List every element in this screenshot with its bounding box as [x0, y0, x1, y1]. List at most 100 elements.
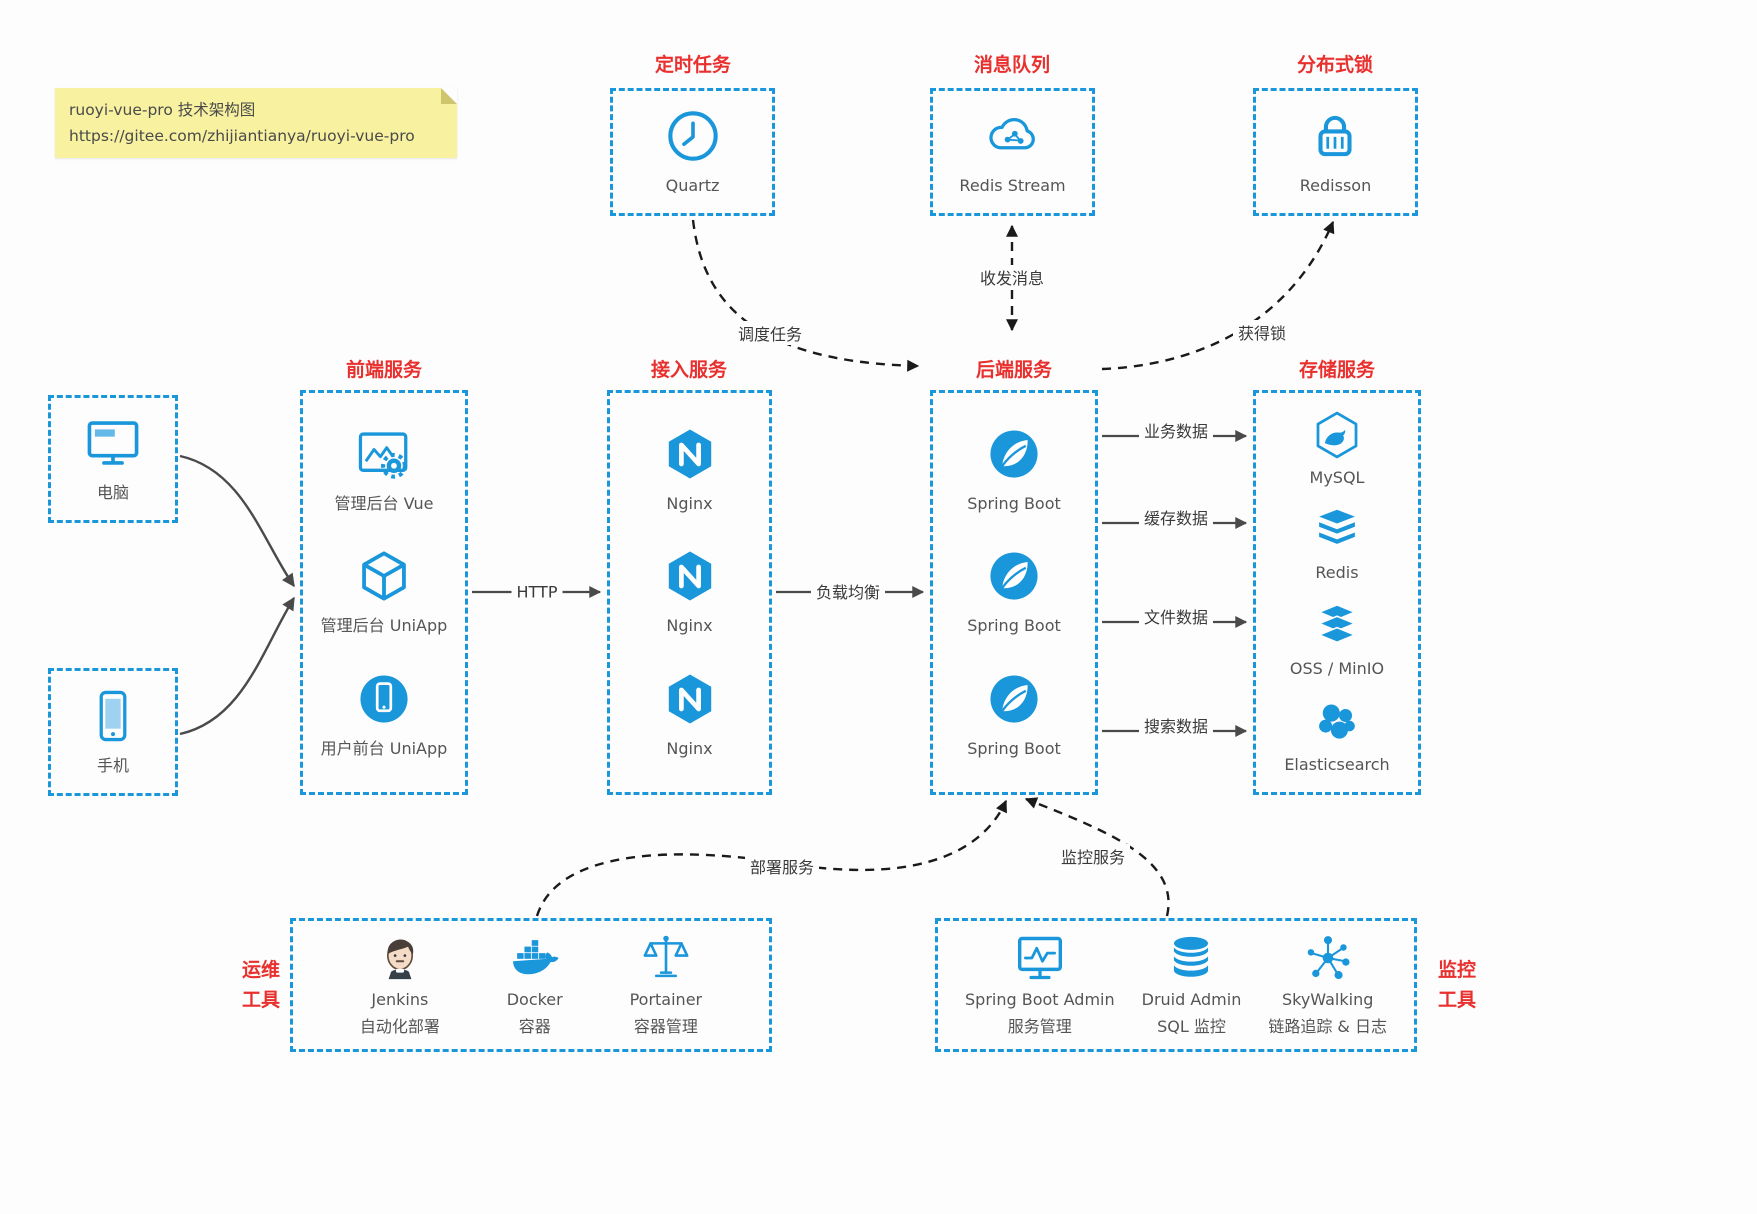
edge-label-business-data: 业务数据	[1138, 418, 1214, 442]
group-ops: Jenkins 自动化部署 Docker 容器 Portainer 容器管理	[290, 918, 772, 1052]
jenkins-icon	[374, 932, 426, 984]
node-label: Spring Boot	[967, 616, 1061, 636]
elasticsearch-icon	[1311, 696, 1363, 748]
node-label: 管理后台 UniApp	[320, 616, 448, 636]
node-label: Nginx	[666, 738, 713, 758]
node-label: SkyWalking	[1281, 989, 1374, 1009]
node-nginx-1: Nginx	[661, 425, 719, 515]
node-springboot-admin: Spring Boot Admin 服务管理	[965, 932, 1115, 1038]
nginx-icon	[661, 425, 719, 483]
node-label: Nginx	[666, 494, 713, 514]
node-sublabel: 自动化部署	[359, 1017, 440, 1036]
group-mq: Redis Stream	[930, 88, 1095, 216]
edge-label-deploy: 部署服务	[744, 854, 820, 878]
node-label: Docker	[506, 989, 563, 1009]
node-label: 手机	[96, 755, 129, 775]
cube-icon	[355, 547, 413, 605]
portainer-icon	[640, 932, 692, 984]
lock-icon	[1306, 107, 1364, 165]
edge-label-cache-data: 缓存数据	[1138, 505, 1214, 529]
node-elasticsearch: Elasticsearch	[1284, 696, 1390, 776]
node-springboot-3: Spring Boot	[967, 670, 1061, 760]
node-druid-admin: Druid Admin SQL 监控	[1141, 932, 1242, 1038]
sticky-note: ruoyi-vue-pro 技术架构图 https://gitee.com/zh…	[55, 88, 457, 158]
node-sublabel: 容器管理	[633, 1017, 698, 1036]
edge-label-dispatch: 调度任务	[732, 321, 808, 345]
node-sublabel: SQL 监控	[1157, 1017, 1226, 1036]
node-mobile: 手机	[84, 687, 142, 777]
group-gateway: Nginx Nginx Nginx	[607, 390, 772, 795]
node-admin-uniapp: 管理后台 UniApp	[320, 547, 448, 637]
edge-dispatch-arrow	[691, 219, 920, 372]
node-label: 用户前台 UniApp	[320, 738, 448, 758]
node-nginx-3: Nginx	[661, 670, 719, 760]
spring-icon	[985, 425, 1043, 483]
node-label: Quartz	[665, 175, 720, 195]
node-label: Nginx	[666, 616, 713, 636]
group-client-mobile: 手机	[48, 668, 178, 796]
group-scheduler: Quartz	[610, 88, 775, 216]
group-backend: Spring Boot Spring Boot Spring Boot	[930, 390, 1098, 795]
clock-icon	[664, 107, 722, 165]
edge-monitor-arrow	[1024, 797, 1170, 917]
note-url: https://gitee.com/zhijiantianya/ruoyi-vu…	[69, 127, 415, 146]
edge-label-monitor: 监控服务	[1055, 844, 1131, 868]
group-title-mq: 消息队列	[973, 54, 1051, 76]
nginx-icon	[661, 547, 719, 605]
node-label: Spring Boot Admin	[965, 989, 1115, 1009]
node-quartz: Quartz	[664, 107, 722, 197]
phone-app-icon	[355, 670, 413, 728]
node-redisson: Redisson	[1300, 107, 1371, 197]
mysql-icon	[1311, 409, 1363, 461]
node-label: MySQL	[1309, 467, 1365, 487]
group-client-pc: 电脑	[48, 395, 178, 523]
note-title: ruoyi-vue-pro 技术架构图	[69, 101, 256, 119]
node-label: Elasticsearch	[1284, 755, 1390, 775]
edge-pc-to-frontend	[179, 454, 295, 588]
monitor-chart-icon	[1014, 932, 1066, 984]
node-label: Redis	[1315, 563, 1359, 583]
node-portainer: Portainer 容器管理	[629, 932, 703, 1038]
edge-lock-arrow	[1101, 220, 1335, 371]
node-label: Portainer	[629, 989, 703, 1009]
node-label: Spring Boot	[967, 494, 1061, 514]
spring-icon	[985, 547, 1043, 605]
group-title-gateway: 接入服务	[650, 359, 728, 381]
group-title-frontend: 前端服务	[345, 359, 423, 381]
node-oss-minio: OSS / MinIO	[1290, 600, 1384, 680]
spring-icon	[985, 670, 1043, 728]
edge-label-file-data: 文件数据	[1138, 604, 1214, 628]
oss-icon	[1311, 600, 1363, 652]
group-title-backend: 后端服务	[975, 359, 1053, 381]
edge-label-lock: 获得锁	[1232, 320, 1292, 344]
node-label: Druid Admin	[1141, 989, 1242, 1009]
node-skywalking: SkyWalking 链路追踪 & 日志	[1268, 932, 1387, 1038]
node-sublabel: 链路追踪 & 日志	[1268, 1017, 1387, 1036]
topology-icon	[1302, 932, 1354, 984]
node-user-uniapp: 用户前台 UniApp	[320, 670, 448, 760]
node-redis-stream: Redis Stream	[959, 107, 1066, 197]
group-storage: MySQL Redis OSS / MinIO Elasticsearch	[1253, 390, 1421, 795]
node-redis: Redis	[1311, 504, 1363, 584]
group-title-ops: 运维 工具	[241, 959, 280, 1012]
node-label: Redisson	[1299, 175, 1372, 195]
smartphone-icon	[84, 687, 142, 745]
node-sublabel: 容器	[518, 1017, 551, 1036]
group-title-lock: 分布式锁	[1296, 54, 1374, 76]
node-springboot-1: Spring Boot	[967, 425, 1061, 515]
group-frontend: 管理后台 Vue 管理后台 UniApp 用户前台 UniApp	[300, 390, 468, 795]
node-jenkins: Jenkins 自动化部署	[360, 932, 440, 1038]
node-mysql: MySQL	[1309, 409, 1365, 489]
group-title-storage: 存储服务	[1298, 359, 1376, 381]
edge-label-search-data: 搜索数据	[1138, 713, 1214, 737]
group-title-monitor: 监控 工具	[1437, 959, 1476, 1012]
edge-label-http: HTTP	[511, 582, 563, 602]
node-label: Spring Boot	[967, 738, 1061, 758]
node-springboot-2: Spring Boot	[967, 547, 1061, 637]
node-nginx-2: Nginx	[661, 547, 719, 637]
group-title-scheduler: 定时任务	[654, 54, 732, 76]
group-monitor: Spring Boot Admin 服务管理 Druid Admin SQL 监…	[935, 918, 1417, 1052]
redis-icon	[1311, 504, 1363, 556]
database-icon	[1165, 932, 1217, 984]
